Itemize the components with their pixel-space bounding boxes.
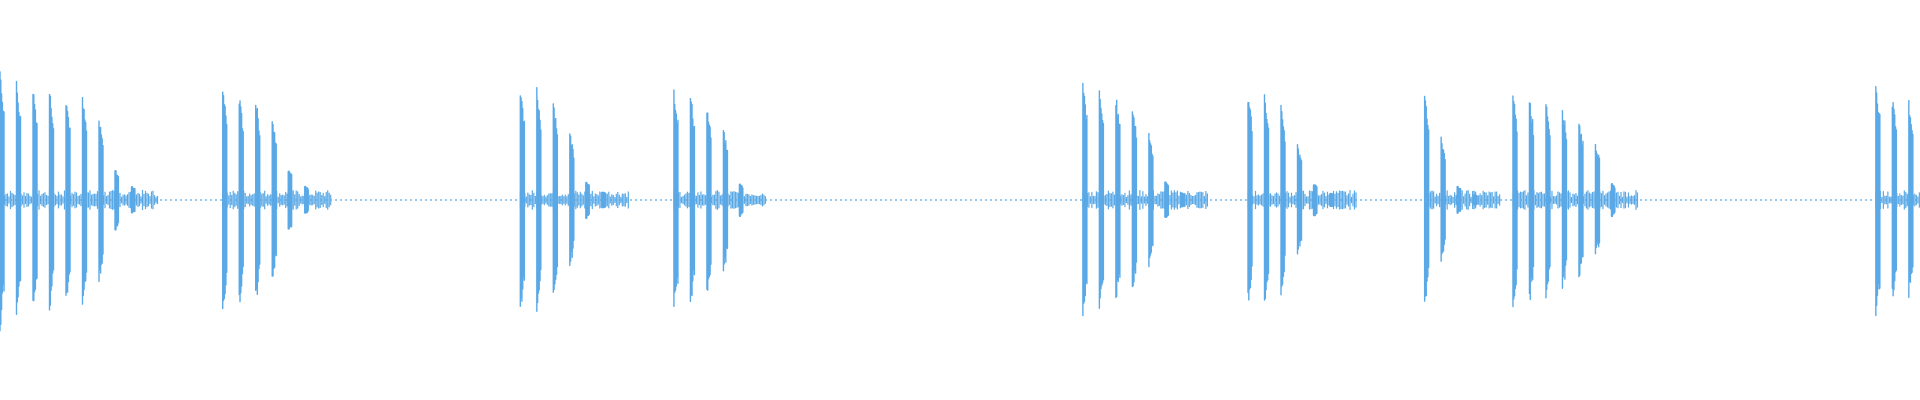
burst-group bbox=[222, 91, 332, 310]
burst-group bbox=[673, 89, 767, 308]
burst-group bbox=[1423, 95, 1501, 302]
burst-group bbox=[1512, 95, 1639, 308]
burst-group bbox=[1082, 82, 1208, 317]
burst-group bbox=[0, 71, 159, 332]
burst-group bbox=[1247, 94, 1357, 301]
burst-group bbox=[1875, 86, 1920, 317]
burst-group bbox=[519, 87, 629, 312]
